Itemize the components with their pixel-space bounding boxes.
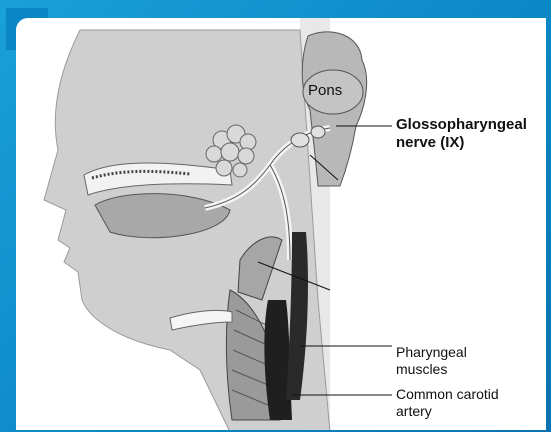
muscles-label-line2: muscles (396, 361, 447, 377)
carotid-label-line1: Common carotid (396, 386, 499, 402)
nerve-label-line2: nerve (IX) (396, 134, 464, 152)
anatomy-illustration (16, 18, 546, 430)
muscles-label-line1: Pharyngeal (396, 344, 467, 360)
carotid-label-line2: artery (396, 403, 432, 419)
nerve-label-line1: Glossopharyngeal (396, 116, 527, 134)
illustration-panel (16, 18, 546, 430)
pons-label: Pons (308, 82, 342, 99)
